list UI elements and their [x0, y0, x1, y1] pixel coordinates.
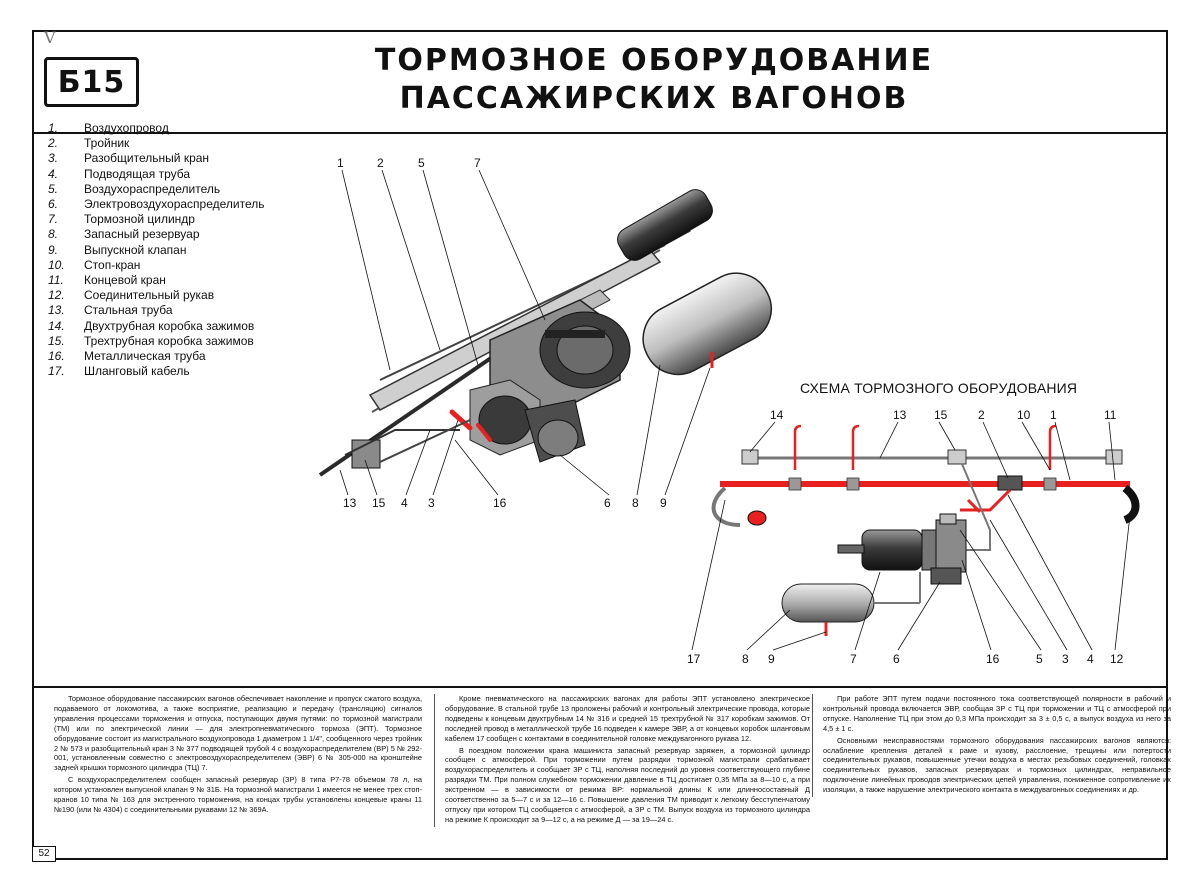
callout-label: 13 [343, 496, 357, 510]
scheme-leaders [691, 421, 1131, 651]
paragraph: В поездном положении крана машиниста зап… [445, 745, 810, 824]
text-column-3: При работе ЭПТ путем подачи постоянного … [812, 694, 1171, 798]
poster-code: Б15 [44, 57, 139, 107]
text-column-1: Тормозное оборудование пассажирских ваго… [54, 694, 422, 817]
scheme-callout: 8 [742, 652, 749, 666]
paragraph: С воздухораспределителем сообщен запасны… [54, 775, 422, 814]
callout-label: 15 [372, 496, 386, 510]
poster-header: Б15 ТОРМОЗНОЕ ОБОРУДОВАНИЕ ПАССАЖИРСКИХ … [34, 32, 1166, 134]
legend-item: 15.Трехтрубная коробка зажимов [48, 333, 254, 348]
callout-label: 6 [604, 496, 611, 510]
paragraph: При работе ЭПТ путем подачи постоянного … [823, 694, 1171, 733]
scheme-callout: 11 [1104, 408, 1117, 422]
scheme-callout: 5 [1036, 652, 1043, 666]
legend-item: 3.Разобщительный кран [48, 151, 210, 166]
callout-label: 7 [474, 156, 481, 170]
callout-label: 4 [401, 496, 408, 510]
text-column-2: Кроме пневматического на пассажирских ва… [434, 694, 810, 827]
paragraph: Кроме пневматического на пассажирских ва… [445, 694, 810, 743]
callout-label: 1 [337, 156, 344, 170]
callout-leaders [339, 169, 711, 496]
legend-item: 16.Металлическая труба [48, 349, 206, 364]
scheme-tee [997, 475, 1023, 491]
title-line-2: ПАССАЖИРСКИХ ВАГОНОВ [399, 81, 909, 116]
scheme-brake-cylinder [837, 529, 937, 571]
scheme-callout: 2 [978, 408, 985, 422]
page-number: 52 [32, 846, 56, 862]
legend-item: 17.Шланговый кабель [48, 364, 190, 379]
scheme-callout: 16 [986, 652, 1000, 666]
reservoir-tank-3d [642, 272, 773, 376]
callout-label: 2 [377, 156, 384, 170]
upper-cylinder [617, 189, 713, 261]
poster-title: ТОРМОЗНОЕ ОБОРУДОВАНИЕ ПАССАЖИРСКИХ ВАГО… [274, 42, 1034, 118]
scheme-junction-box-2 [741, 449, 759, 465]
isometric-brake-assembly [318, 169, 773, 496]
scheme-coupling-head [747, 510, 767, 526]
cutoff-cock-handle [449, 409, 473, 431]
scheme-callout: 4 [1087, 652, 1094, 666]
scheme-title: СХЕМА ТОРМОЗНОГО ОБОРУДОВАНИЯ [800, 380, 1078, 396]
scheme-callout: 7 [850, 652, 857, 666]
scheme-callout: 10 [1017, 408, 1031, 422]
scheme-callout: 1 [1050, 408, 1057, 422]
scheme-callout: 9 [768, 652, 775, 666]
callout-label: 9 [660, 496, 667, 510]
scheme-junction-box-3 [947, 449, 967, 465]
description-section: Тормозное оборудование пассажирских ваго… [34, 686, 1171, 860]
scheme-hose-left [711, 486, 741, 527]
callout-label: 8 [632, 496, 639, 510]
paragraph: Тормозное оборудование пассажирских ваго… [54, 694, 423, 773]
scheme-callout: 6 [893, 652, 900, 666]
legend-item: 14.Двухтрубная коробка зажимов [48, 318, 255, 333]
scheme-distributor [930, 513, 967, 585]
scheme-stop-cocks [793, 424, 1057, 470]
scheme-callout: 13 [893, 408, 907, 422]
poster-frame: V Б15 ТОРМОЗНОЕ ОБОРУДОВАНИЕ ПАССАЖИРСКИ… [32, 28, 1171, 862]
scheme-hose-right [1122, 484, 1140, 524]
scheme-callout: 15 [934, 408, 948, 422]
legend-item: 4.Подводящая труба [48, 166, 191, 181]
legend-item: 7.Тормозной цилиндр [48, 212, 195, 227]
legend-item: 13.Стальная труба [48, 303, 173, 318]
scheme-junction-box-end [1105, 449, 1123, 465]
pencil-mark: V [44, 28, 56, 47]
title-line-1: ТОРМОЗНОЕ ОБОРУДОВАНИЕ [374, 43, 934, 78]
legend-item: 1.Воздухопровод [48, 121, 169, 135]
legend-item: 5.Воздухораспределитель [48, 181, 221, 196]
callout-label: 3 [428, 496, 435, 510]
legend-item: 12.Соединительный рукав [48, 288, 215, 303]
scheme-reservoir [781, 572, 921, 623]
parts-legend: 1.Воздухопровод 2.Тройник 3.Разобщительн… [48, 121, 265, 379]
legend-item: 2.Тройник [48, 136, 130, 151]
legend-item: 11.Концевой кран [48, 273, 166, 288]
callout-label: 5 [418, 156, 425, 170]
legend-item: 10.Стоп-кран [48, 257, 141, 272]
scheme-callout: 14 [770, 408, 784, 422]
legend-item: 6.Электровоздухораспределитель [48, 197, 265, 212]
scheme-callout: 3 [1062, 652, 1069, 666]
paragraph: Основными неисправностями тормозного обо… [823, 735, 1171, 795]
scheme-callout: 12 [1110, 652, 1124, 666]
callout-label: 16 [493, 496, 507, 510]
legend-item: 9.Выпускной клапан [48, 242, 187, 257]
scheme-callout: 17 [687, 652, 701, 666]
brake-scheme [691, 421, 1140, 651]
legend-item: 8.Запасный резервуар [48, 227, 200, 242]
